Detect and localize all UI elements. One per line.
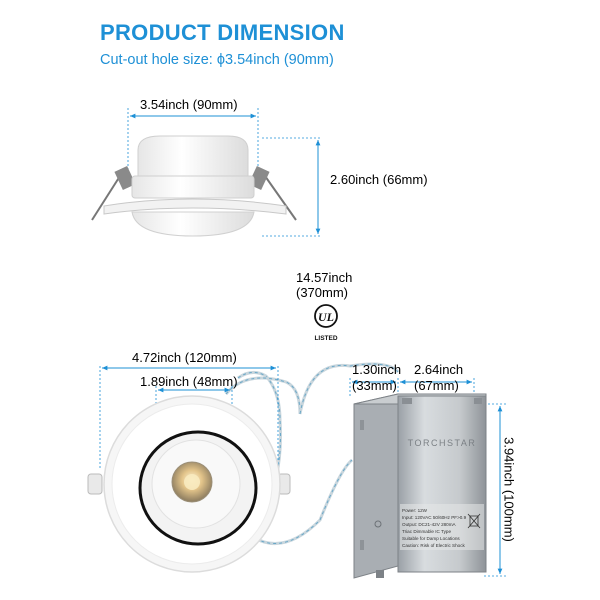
spec-line: Output: DC21-42V 280mA xyxy=(402,522,457,527)
weee-bin-icon xyxy=(467,513,481,529)
spec-line: Caution: Risk of Electric Shock xyxy=(402,543,466,548)
box-width-value: 2.64inch xyxy=(414,362,464,377)
front-view-drawing xyxy=(87,365,291,573)
brand-label: TORCHSTAR xyxy=(408,438,477,448)
listed-text: LISTED xyxy=(314,335,337,342)
height-label: 2.60inch (66mm) xyxy=(330,172,428,187)
cutout-size-subtitle: Cut-out hole size: ϕ3.54inch (90mm) xyxy=(100,52,334,68)
box-depth-metric: (33mm) xyxy=(352,378,397,393)
spec-line: Suitable for Damp Locations xyxy=(402,536,460,541)
spec-line: Power: 12W xyxy=(402,508,428,513)
driver-box-drawing: TORCHSTAR Power: 12W Input: 120VAC 50/60… xyxy=(349,378,506,579)
box-height-label: 3.94inch (100mm) xyxy=(501,437,517,542)
page-title: PRODUCT DIMENSION xyxy=(100,20,345,45)
box-width-metric: (67mm) xyxy=(414,378,459,393)
box-depth-value: 1.30inch xyxy=(352,362,402,377)
cable-length-metric: (370mm) xyxy=(296,285,349,300)
side-profile-drawing xyxy=(91,108,322,237)
trim-diameter-label: 4.72inch (120mm) xyxy=(132,350,237,365)
spec-line: Input: 120VAC 50/60Hz PF>0.9 xyxy=(402,515,467,520)
box-width-label: 2.64inch (67mm) xyxy=(414,362,463,394)
box-depth-label: 1.30inch (33mm) xyxy=(352,362,401,394)
spec-line: Triac Dimmable IC Type xyxy=(402,529,451,534)
lens-diameter-label: 1.89inch (48mm) xyxy=(140,374,238,389)
driver-spec-label: Power: 12W Input: 120VAC 50/60Hz PF>0.9 … xyxy=(402,508,467,548)
cable-length-value: 14.57inch xyxy=(296,270,353,285)
cable-length-label: 14.57inch (370mm) xyxy=(296,270,352,300)
body-width-label: 3.54inch (90mm) xyxy=(140,97,238,112)
ul-mark-text: UL xyxy=(318,310,334,324)
ul-listed-icon: UL LISTED xyxy=(314,304,338,342)
